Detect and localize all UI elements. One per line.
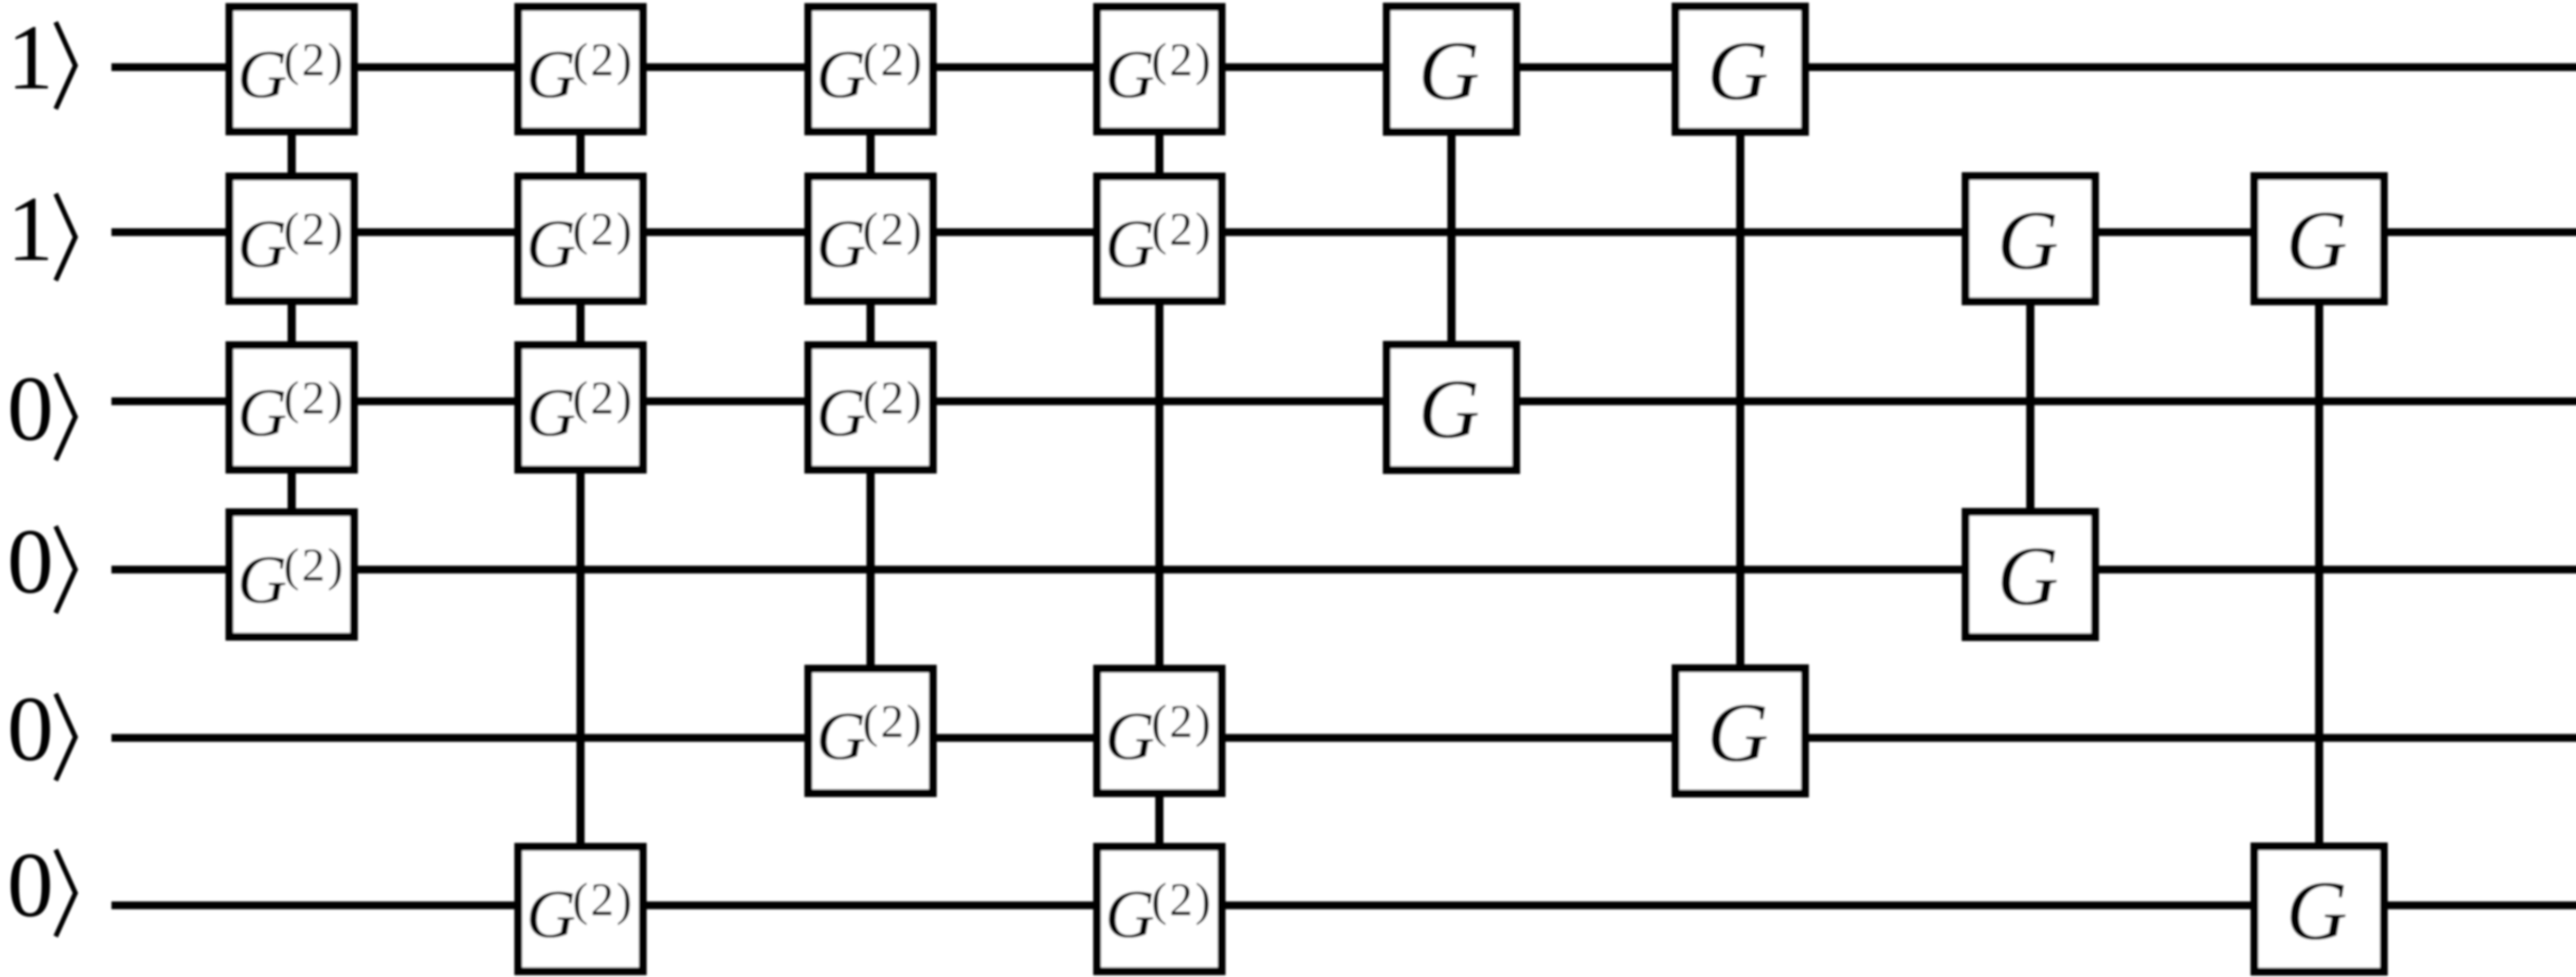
svg-text:G: G [1997,529,2058,623]
svg-text:G: G [238,37,288,113]
svg-text:G: G [526,375,576,451]
svg-text:G: G [238,542,288,618]
svg-text:G: G [816,37,866,113]
svg-text:(2): (2) [573,874,634,925]
svg-text:G: G [526,877,576,953]
svg-text:0: 0 [7,511,54,613]
svg-text:(2): (2) [1151,874,1213,925]
svg-text:0: 0 [7,678,54,780]
svg-text:G: G [2286,193,2347,287]
svg-text:G: G [1105,699,1155,775]
svg-text:(2): (2) [573,204,634,256]
svg-text:G: G [1418,362,1480,456]
svg-text:1: 1 [7,7,54,109]
svg-text:G: G [816,699,866,775]
svg-text:G: G [1418,24,1480,118]
svg-text:G: G [1105,206,1155,283]
svg-text:(2): (2) [283,204,345,256]
svg-text:(2): (2) [863,373,924,424]
svg-text:0: 0 [7,835,54,937]
svg-text:(2): (2) [283,373,345,424]
svg-text:(2): (2) [573,373,634,424]
svg-text:G: G [1105,37,1155,113]
svg-text:1: 1 [7,179,54,281]
svg-text:(2): (2) [863,34,924,86]
svg-text:G: G [816,375,866,451]
svg-text:(2): (2) [1151,204,1213,256]
svg-text:G: G [1707,685,1768,780]
svg-text:G: G [238,206,288,283]
svg-text:G: G [816,206,866,283]
svg-text:G: G [526,37,576,113]
svg-text:0: 0 [7,358,54,460]
svg-text:(2): (2) [1151,696,1213,748]
svg-text:G: G [1105,877,1155,953]
svg-text:(2): (2) [1151,34,1213,86]
svg-text:(2): (2) [863,204,924,256]
svg-text:G: G [238,375,288,451]
svg-text:(2): (2) [283,540,345,591]
svg-text:(2): (2) [863,696,924,748]
svg-text:G: G [526,206,576,283]
svg-text:G: G [1997,193,2058,287]
svg-text:(2): (2) [573,34,634,86]
svg-text:G: G [1707,24,1768,118]
svg-text:G: G [2286,863,2347,957]
svg-text:(2): (2) [283,34,345,86]
